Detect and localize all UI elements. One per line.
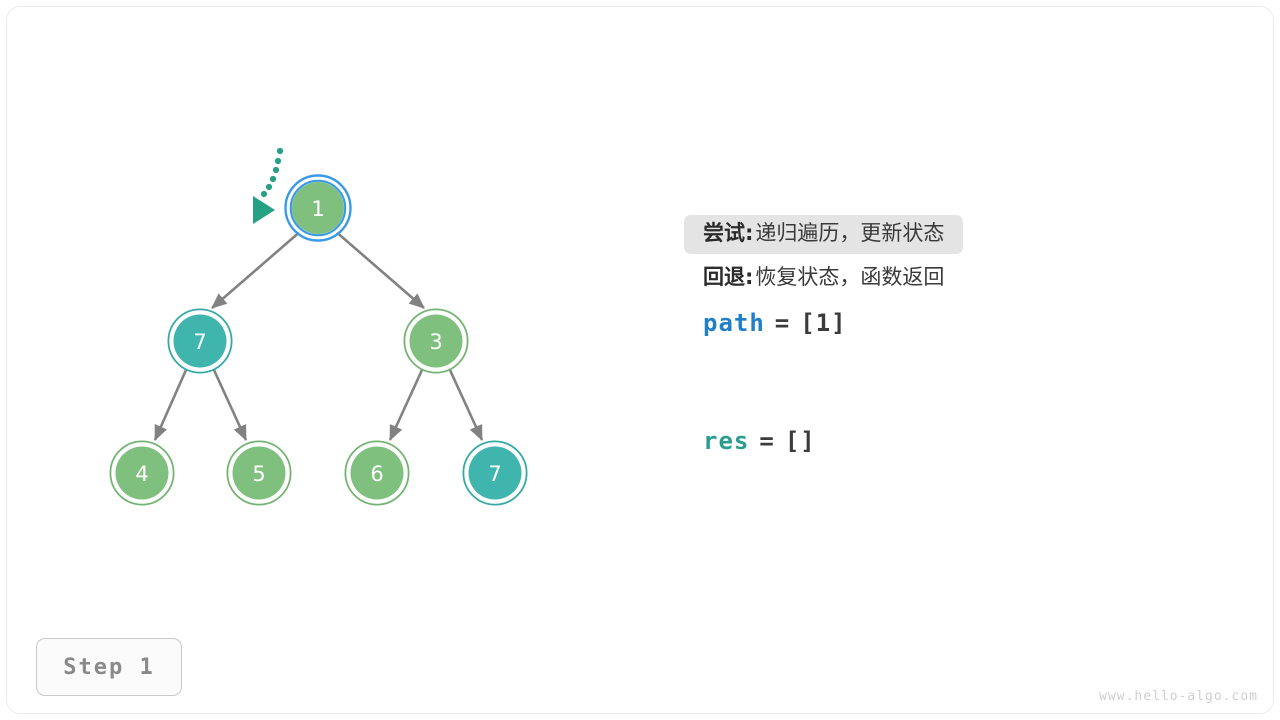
tree-node-6[interactable]: 6: [344, 440, 410, 506]
pointer-arrow-head: [253, 196, 275, 224]
node-body: [468, 446, 522, 500]
tree-edge: [388, 369, 424, 441]
traversal-pointer: [253, 147, 284, 224]
pointer-trail-dot: [274, 157, 282, 165]
node-ring-gap: [228, 442, 290, 504]
node-body: [115, 446, 169, 500]
tree-node-5[interactable]: 5: [226, 440, 292, 506]
node-value-label: 6: [370, 462, 383, 486]
res-value: []: [784, 427, 816, 455]
node-body: [409, 314, 463, 368]
res-equals-sign: =: [759, 427, 775, 455]
pointer-trail-dot: [272, 166, 280, 174]
node-ring-gap: [111, 442, 173, 504]
tree-edge: [333, 229, 425, 309]
backtrack-step-value: 恢复状态，函数返回: [755, 264, 945, 289]
pointer-trail-dot: [269, 175, 277, 183]
backtrack-step-row: 回退: 恢复状态，函数返回: [684, 256, 1204, 300]
node-outer-ring: [167, 308, 233, 374]
tree-nodes: 1 7 3 4: [109, 174, 528, 506]
node-value-label: 1: [311, 197, 324, 221]
node-outer-ring: [109, 440, 175, 506]
tree-edge: [448, 369, 484, 441]
path-variable-name: path: [703, 309, 765, 337]
node-ring-gap: [169, 310, 231, 372]
res-state-row: res = []: [684, 418, 1204, 464]
tree-edge: [211, 229, 303, 309]
tree-edge: [153, 369, 188, 441]
pointer-trail-dot: [260, 190, 268, 198]
try-step-value: 递归遍历，更新状态: [755, 220, 945, 245]
tree-node-3[interactable]: 3: [403, 308, 469, 374]
tree-edges: [153, 229, 484, 441]
node-ring-gap: [405, 310, 467, 372]
tree-node-7-right[interactable]: 7: [462, 440, 528, 506]
pointer-trail-dot: [265, 183, 273, 191]
node-inner-ring: [289, 179, 347, 237]
try-step-chip: 尝试: 递归遍历，更新状态: [684, 214, 964, 254]
node-value-label: 7: [193, 330, 206, 354]
backtrack-step-chip: 回退: 恢复状态，函数返回: [684, 259, 963, 298]
tree-node-4[interactable]: 4: [109, 440, 175, 506]
node-value-label: 4: [135, 462, 148, 486]
path-equals-sign: =: [774, 309, 791, 337]
tree-edge: [212, 369, 248, 441]
node-selection-ring: [284, 174, 352, 242]
site-watermark: www.hello-algo.com: [1099, 689, 1258, 704]
res-variable-name: res: [703, 427, 750, 455]
tree-node-7-left[interactable]: 7: [167, 308, 233, 374]
node-body: [173, 314, 227, 368]
node-outer-ring: [403, 308, 469, 374]
node-outer-ring: [226, 440, 292, 506]
tree-node-1[interactable]: 1: [284, 174, 352, 242]
try-step-row: 尝试: 递归遍历，更新状态: [684, 212, 1204, 256]
node-value-label: 7: [488, 462, 501, 486]
node-value-label: 5: [252, 462, 265, 486]
try-step-key: 尝试:: [703, 220, 754, 245]
pointer-trail-dot: [276, 147, 284, 155]
backtrack-step-key: 回退:: [703, 264, 754, 289]
node-selection-gap: [286, 176, 350, 240]
state-info-panel: 尝试: 递归遍历，更新状态 回退: 恢复状态，函数返回 path = [1] r…: [684, 212, 1204, 464]
step-badge: Step 1: [36, 638, 182, 696]
node-outer-ring: [462, 440, 528, 506]
node-outer-ring: [344, 440, 410, 506]
path-state-row: path = [1]: [684, 300, 1204, 346]
node-body: [292, 182, 344, 234]
node-ring-gap: [346, 442, 408, 504]
node-ring-gap: [464, 442, 526, 504]
node-body: [350, 446, 404, 500]
step-badge-label: Step 1: [63, 654, 155, 680]
node-value-label: 3: [429, 330, 442, 354]
path-value: [1]: [800, 309, 847, 337]
node-body: [232, 446, 286, 500]
